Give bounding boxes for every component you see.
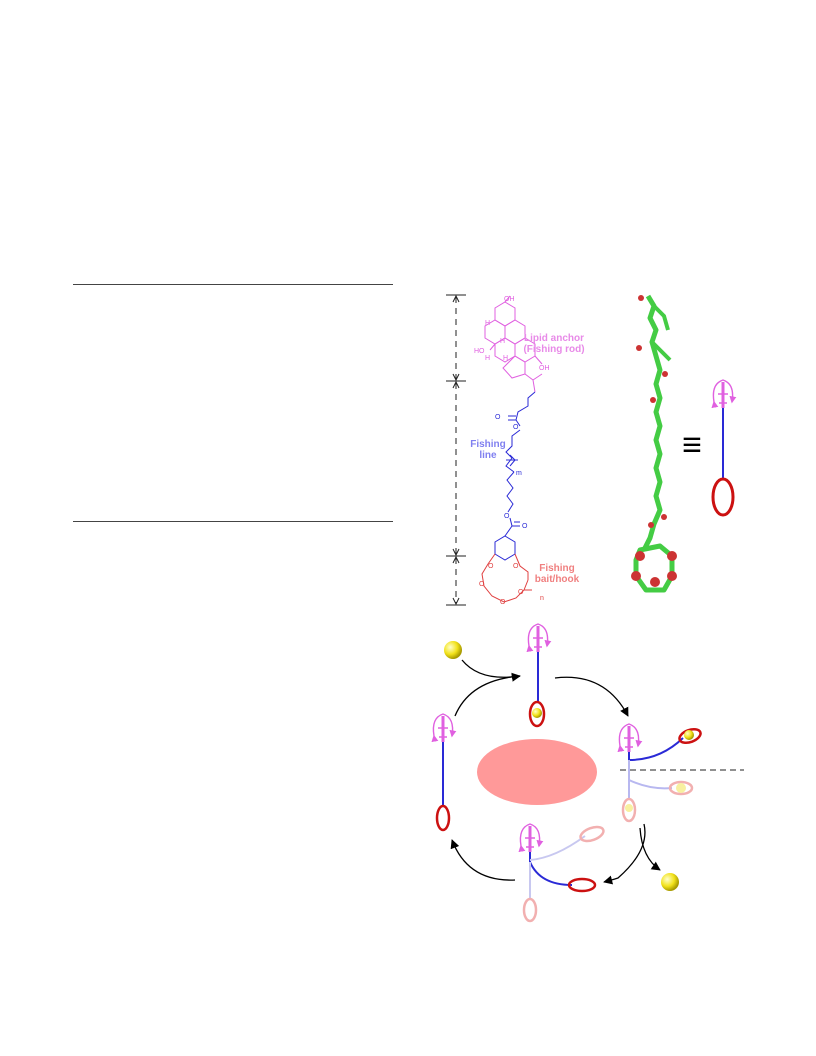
cycle-arrows [450, 659, 661, 885]
label-fishing-line-2: line [479, 450, 497, 461]
stick-model [631, 294, 677, 593]
label-fishing-line-1: Fishing [470, 439, 506, 450]
atom-h-1: H [485, 320, 490, 327]
equivalence-sign: ≡ [682, 426, 702, 464]
atom-o-crown-3: O [479, 581, 485, 588]
state-bottom [520, 824, 605, 923]
atom-ho-left: HO [474, 348, 485, 355]
atom-h-3: H [485, 355, 490, 362]
atom-n: n [540, 595, 544, 602]
fishing-line-structure [494, 391, 536, 561]
top-rule [73, 284, 393, 285]
atom-o-ester-1: O [495, 414, 501, 421]
label-fishing-bait-2: bait/hook [535, 574, 580, 585]
state-left [433, 714, 452, 832]
atom-o-ester-3: O [504, 513, 510, 520]
state-top [528, 624, 547, 728]
state-right [619, 724, 702, 823]
membrane-region [477, 739, 597, 805]
atom-oh-right: OH [539, 365, 550, 372]
atom-o-crown-5: O [518, 589, 524, 596]
atom-o-crown-1: O [488, 563, 494, 570]
atom-o-ester-4: O [522, 523, 528, 530]
lipid-anchor-structure [484, 295, 543, 393]
crown-ether-structure [481, 553, 532, 603]
atom-h-4: H [503, 355, 508, 362]
atom-o-ester-2: O [513, 424, 519, 431]
atom-h-2: H [500, 338, 505, 345]
fisher-cartoon [711, 380, 735, 517]
label-fishing-rod: (Fishing rod) [523, 344, 584, 355]
atom-o-crown-4: O [500, 599, 506, 606]
bottom-rule [73, 521, 393, 522]
ion-released [661, 873, 679, 891]
dimension-bracket [446, 294, 466, 606]
label-fishing-bait-1: Fishing [539, 563, 575, 574]
atom-m: m [516, 470, 522, 477]
ion-incoming [444, 641, 462, 659]
atom-oh-top: OH [504, 296, 515, 303]
atom-o-crown-2: O [513, 563, 519, 570]
label-lipid-anchor: Lipid anchor [524, 333, 584, 344]
